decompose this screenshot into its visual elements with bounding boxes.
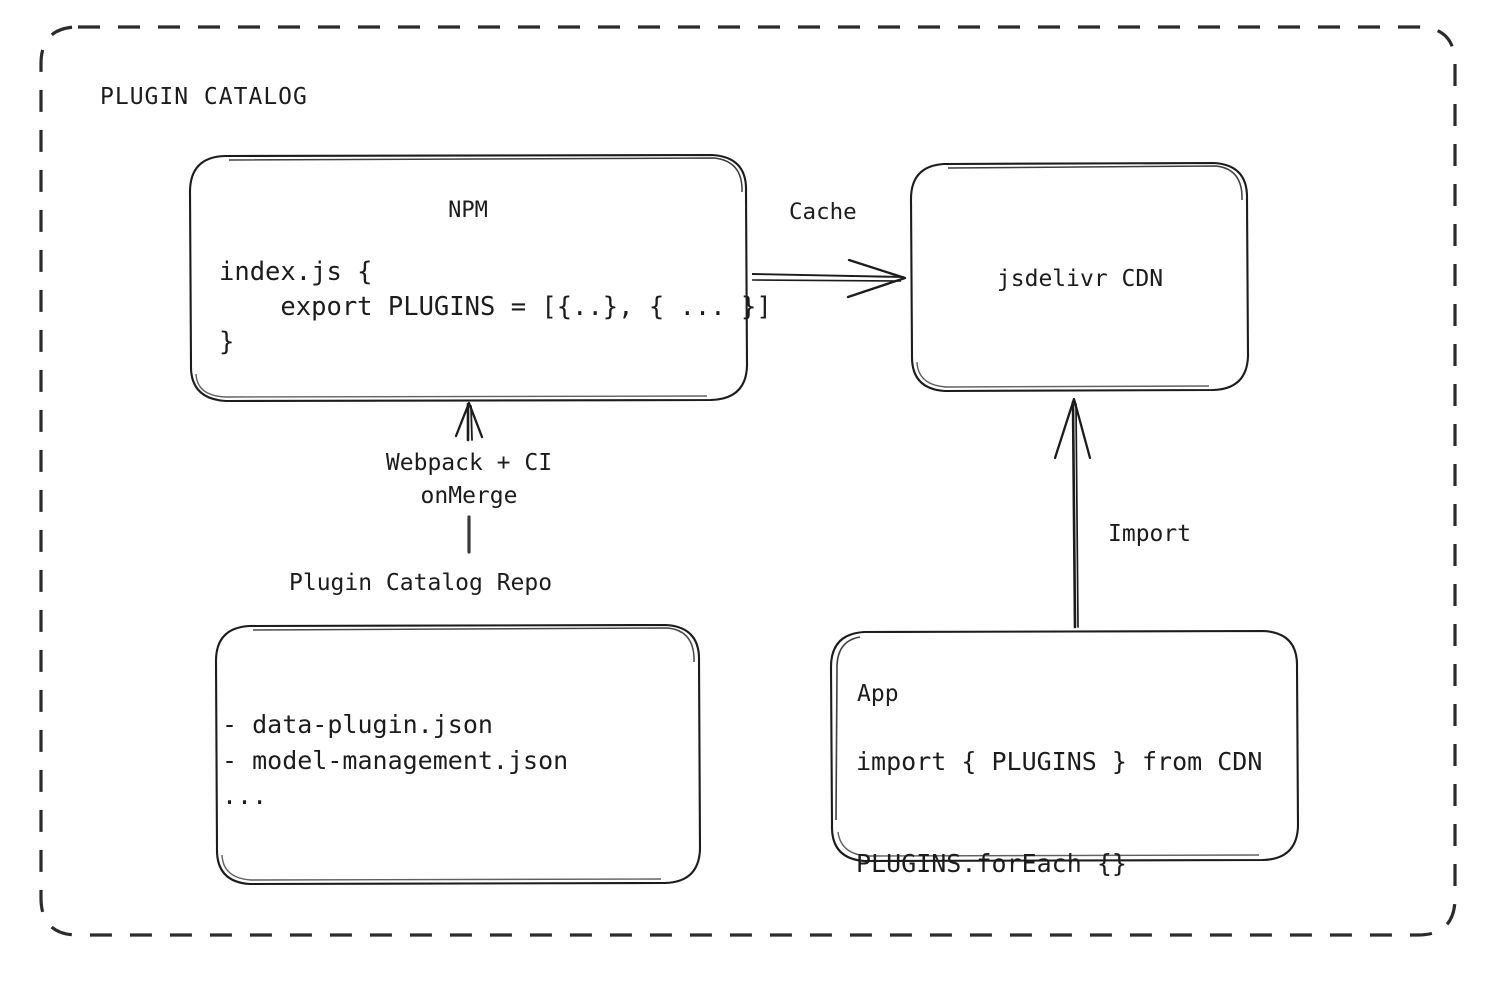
cdn-box-title: jsdelivr CDN — [996, 266, 1164, 292]
webpack-edge-label: Webpack + CI onMerge — [385, 450, 553, 509]
repo-box — [214, 623, 702, 886]
app-box-code: import { PLUGINS } from CDN PLUGINS.forE… — [856, 747, 1263, 878]
cache-edge-label: Cache — [789, 199, 857, 225]
cdn-box — [909, 161, 1250, 393]
npm-box-code: index.js { export PLUGINS = [{..}, { ...… — [219, 257, 772, 358]
import-arrow — [1053, 397, 1092, 629]
import-edge-label: Import — [1108, 521, 1192, 547]
npm-box-title: NPM — [448, 198, 488, 223]
npm-box — [188, 153, 749, 403]
repo-box-label: Plugin Catalog Repo — [289, 570, 553, 596]
app-box-title: App — [857, 681, 899, 707]
cache-arrow — [751, 258, 907, 299]
app-box — [829, 629, 1300, 863]
repo-box-code: - data-plugin.json - model-management.js… — [222, 710, 569, 810]
webpack-arrow — [454, 401, 484, 554]
frame-title: PLUGIN CATALOG — [100, 84, 308, 110]
plugin-catalog-frame — [39, 25, 1457, 937]
